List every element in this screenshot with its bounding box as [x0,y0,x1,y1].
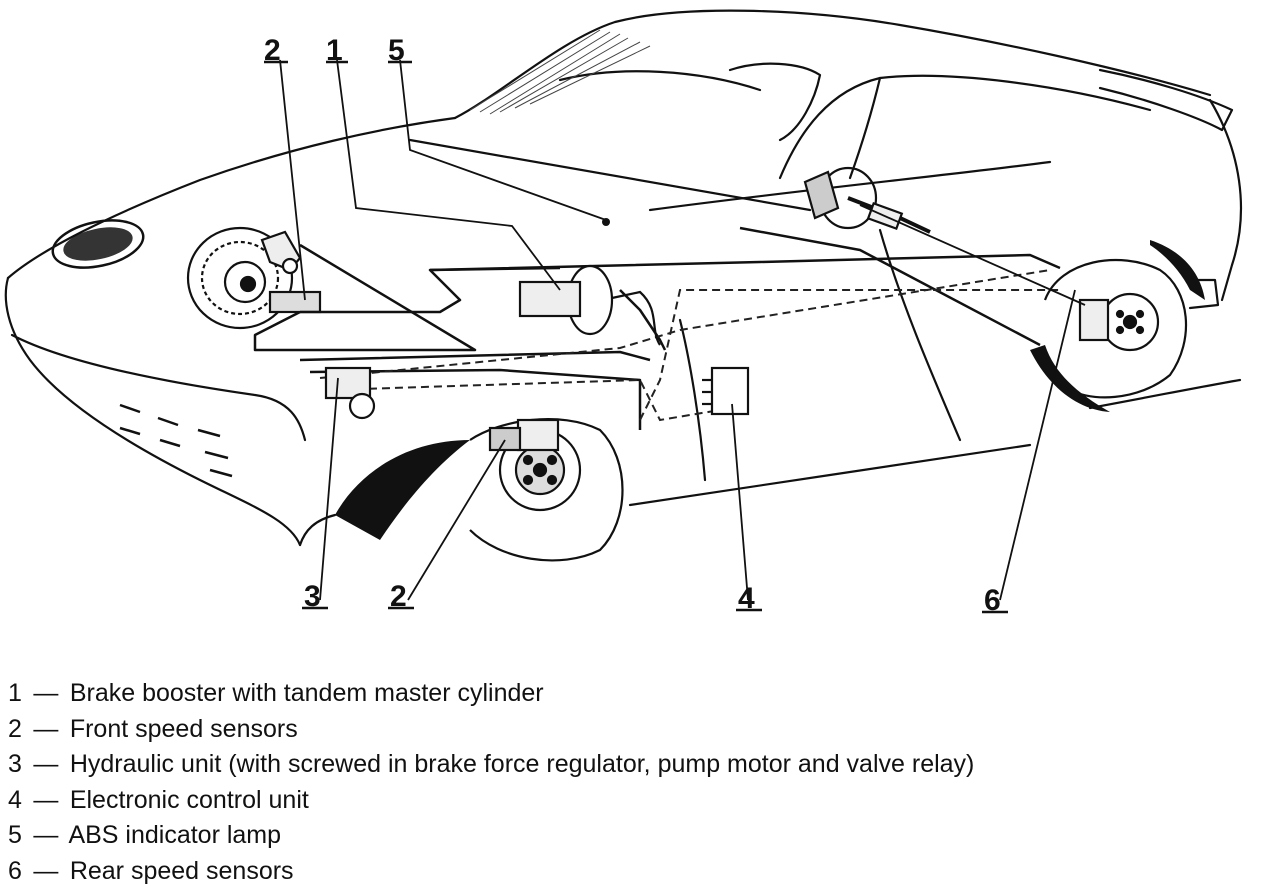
legend-label: ABS indicator lamp [68,821,282,850]
electronic-control-unit [702,366,750,416]
wheel-arches [335,240,1205,540]
legend-item: 3 — Hydraulic unit (with screwed in brak… [8,747,974,783]
legend-separator: — [33,679,59,707]
legend-separator: — [33,821,59,850]
brake-booster [518,264,661,346]
legend-label: Rear speed sensors [69,856,294,885]
legend: 1 — Brake booster with tandem master cyl… [8,676,974,890]
callout-number: 1 [326,34,343,67]
legend-separator: — [33,856,59,885]
legend-number: 4 [8,785,22,814]
legend-item: 4 — Electronic control unit [8,783,974,819]
legend-separator: — [33,750,59,779]
callout-number: 6 [984,584,1001,617]
callout-number: 2 [390,580,407,613]
legend-separator: — [33,714,59,743]
legend-number: 3 [8,750,22,779]
legend-item: 6 — Rear speed sensors [8,854,974,890]
legend-label: Brake booster with tandem master cylinde… [69,679,544,707]
legend-number: 1 [8,679,22,707]
brake-lines [253,226,1061,430]
legend-label: Electronic control unit [69,785,309,814]
rear-right-wheel [1043,258,1188,399]
legend-item: 1 — Brake booster with tandem master cyl… [8,676,974,712]
callout-number: 5 [388,34,405,67]
legend-number: 6 [8,856,22,885]
callout-number: 3 [304,580,321,613]
windshield-shading [469,29,651,115]
callout-number: 4 [738,582,755,615]
legend-number: 2 [8,714,22,743]
legend-label: Hydraulic unit (with screwed in brake fo… [69,750,975,779]
legend-number: 5 [8,821,22,850]
front-vents [119,403,233,478]
abs-system-diagram: 2 1 5 3 2 4 6 [4,9,1243,617]
car-body [4,9,1243,547]
callouts: 2 1 5 3 2 4 6 [264,34,1008,617]
legend-item: 5 — ABS indicator lamp [8,818,974,854]
front-right-wheel [469,418,624,562]
legend-separator: — [33,785,59,814]
wiring-harness [319,269,1060,422]
front-left-brake-disc [186,226,322,330]
legend-item: 2 — Front speed sensors [8,712,974,748]
hydraulic-unit [324,366,376,420]
legend-label: Front speed sensors [69,714,298,743]
headlight [51,219,145,269]
leader-lines [279,59,1086,601]
callout-number: 2 [264,34,281,67]
